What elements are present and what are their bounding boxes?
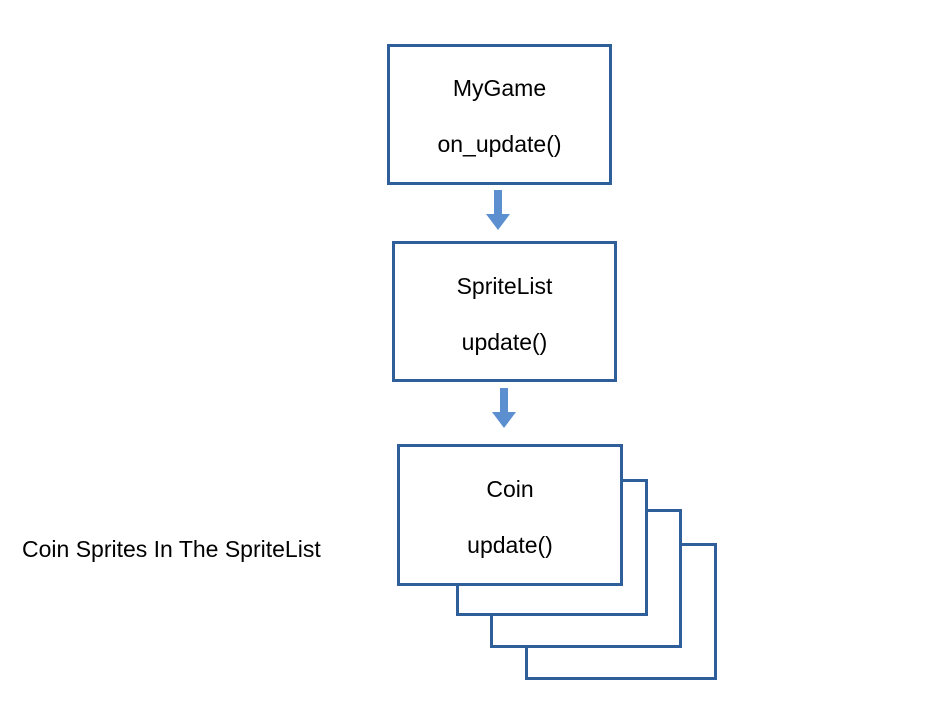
arrow-down-icon	[486, 190, 510, 230]
spritelist-box: SpriteList update()	[392, 241, 617, 382]
coin-class-name: Coin	[486, 476, 534, 502]
mygame-box: MyGame on_update()	[387, 44, 612, 185]
spritelist-class-name: SpriteList	[456, 273, 553, 299]
coin-method-label: update()	[467, 532, 553, 558]
arrow-down-icon	[492, 388, 516, 428]
mygame-class-name: MyGame	[452, 75, 547, 101]
coin-box: Coin update()	[397, 444, 623, 586]
spritelist-method-label: update()	[461, 329, 548, 355]
mygame-method-label: on_update()	[437, 131, 562, 157]
coin-sprites-caption: Coin Sprites In The SpriteList	[22, 536, 321, 562]
